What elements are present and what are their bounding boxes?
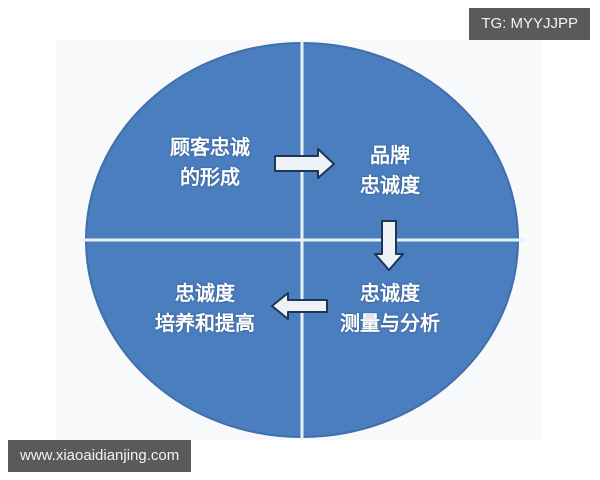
- watermark-website: www.xiaoaidianjing.com: [8, 440, 192, 472]
- quadrant-bottom-right-line-1: 忠诚度: [360, 281, 420, 305]
- quadrant-bottom-left-line-2: 培养和提高: [155, 311, 255, 335]
- quadrant-bottom-left-line-1: 忠诚度: [175, 281, 235, 305]
- arrow-right-icon: [274, 148, 335, 179]
- watermark-telegram: TG: MYYJJPP: [469, 8, 590, 40]
- quadrant-top-left-line-1: 顾客忠诚: [170, 135, 250, 159]
- quadrant-bottom-right-line-2: 测量与分析: [340, 311, 440, 335]
- arrow-down-icon: [374, 220, 404, 271]
- arrow-left-icon: [271, 292, 328, 320]
- quadrant-top-right-label: 品牌 忠诚度: [340, 140, 440, 200]
- quadrant-bottom-left-label: 忠诚度 培养和提高: [135, 278, 275, 338]
- quadrant-top-right-line-2: 忠诚度: [360, 173, 420, 197]
- quadrant-bottom-right-label: 忠诚度 测量与分析: [320, 278, 460, 338]
- quadrant-top-right-line-1: 品牌: [370, 143, 410, 167]
- quadrant-top-left-label: 顾客忠诚 的形成: [150, 132, 270, 192]
- quadrant-top-left-line-2: 的形成: [180, 165, 240, 189]
